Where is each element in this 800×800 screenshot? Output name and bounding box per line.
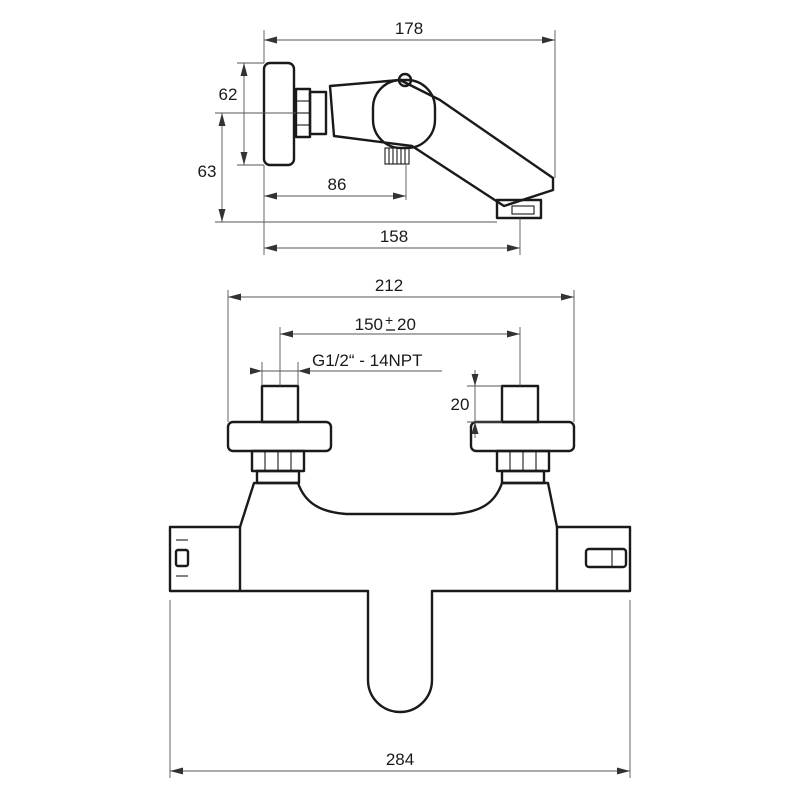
- right-inlet-pipe: [500, 384, 540, 424]
- dim-inlet-spacing: 150: [355, 315, 383, 334]
- dim-depth-outlet: 86: [328, 175, 347, 194]
- dim-height-lower: 63: [198, 162, 217, 181]
- dim-inlet-tolerance-sign: +: [385, 312, 393, 328]
- left-handle-tab: [174, 548, 190, 568]
- spout-outlet: [495, 198, 543, 220]
- side-view: 178 62 63 86 158: [198, 19, 556, 255]
- dim-width-inlets: 212: [375, 276, 403, 295]
- front-view: 212 150 + 20 G1/2“ - 14NPT 20 284: [168, 276, 632, 778]
- left-inlet-pipe: [260, 384, 300, 424]
- dim-thread: G1/2“ - 14NPT: [312, 351, 423, 370]
- dim-width-overall-top: 178: [395, 19, 423, 38]
- mixer-main-body: [168, 481, 632, 714]
- wall-plate: [262, 61, 296, 167]
- connector-ring: [308, 90, 328, 136]
- left-wall-flange: [226, 420, 333, 453]
- dim-depth-overall: 158: [380, 227, 408, 246]
- knob-cap: [397, 72, 413, 88]
- dim-height-upper: 62: [219, 85, 238, 104]
- right-handle-tab: [584, 547, 628, 569]
- dim-inlet-tolerance-value: 20: [397, 315, 416, 334]
- control-knob: [371, 78, 437, 150]
- dim-inlet-length: 20: [451, 395, 470, 414]
- right-wall-flange: [469, 420, 576, 453]
- dim-width-overall-front: 284: [386, 750, 414, 769]
- mixer-body: [328, 78, 555, 208]
